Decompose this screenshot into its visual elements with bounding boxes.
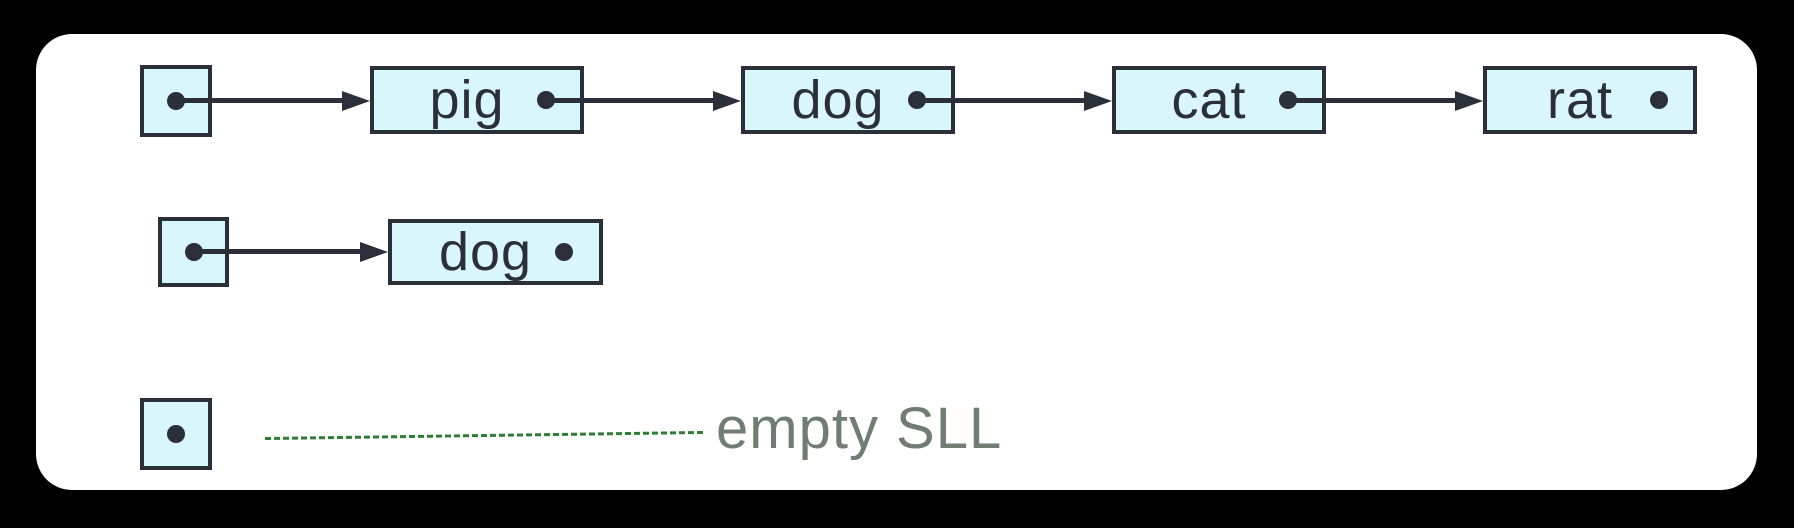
null-pointer-dot [1650, 91, 1668, 109]
node-rat: rat [1483, 66, 1697, 134]
arrow-head-icon [713, 91, 741, 111]
node-dog-single: dog [388, 219, 603, 285]
arrow-line [176, 98, 350, 103]
arrow-head-icon [1455, 91, 1483, 111]
arrow-head-icon [360, 242, 388, 262]
node-label: pig [429, 70, 505, 130]
arrow-head-icon [342, 91, 370, 111]
null-pointer-dot [555, 243, 573, 261]
arrow-head-icon [1084, 91, 1112, 111]
node-label: cat [1171, 70, 1247, 130]
node-label: rat [1546, 70, 1614, 130]
node-label: dog [438, 222, 533, 282]
arrow-line [193, 249, 368, 254]
arrow-line [917, 98, 1092, 103]
head-pointer-dot [167, 425, 185, 443]
dashed-annotation-line [265, 430, 703, 441]
head-pointer-box-empty-list [140, 398, 212, 470]
diagram-card: pig dog cat rat dog [36, 34, 1757, 490]
arrow-line [546, 98, 721, 103]
node-label: dog [791, 70, 885, 130]
empty-sll-label: empty SLL [716, 396, 1003, 461]
arrow-line [1288, 98, 1463, 103]
